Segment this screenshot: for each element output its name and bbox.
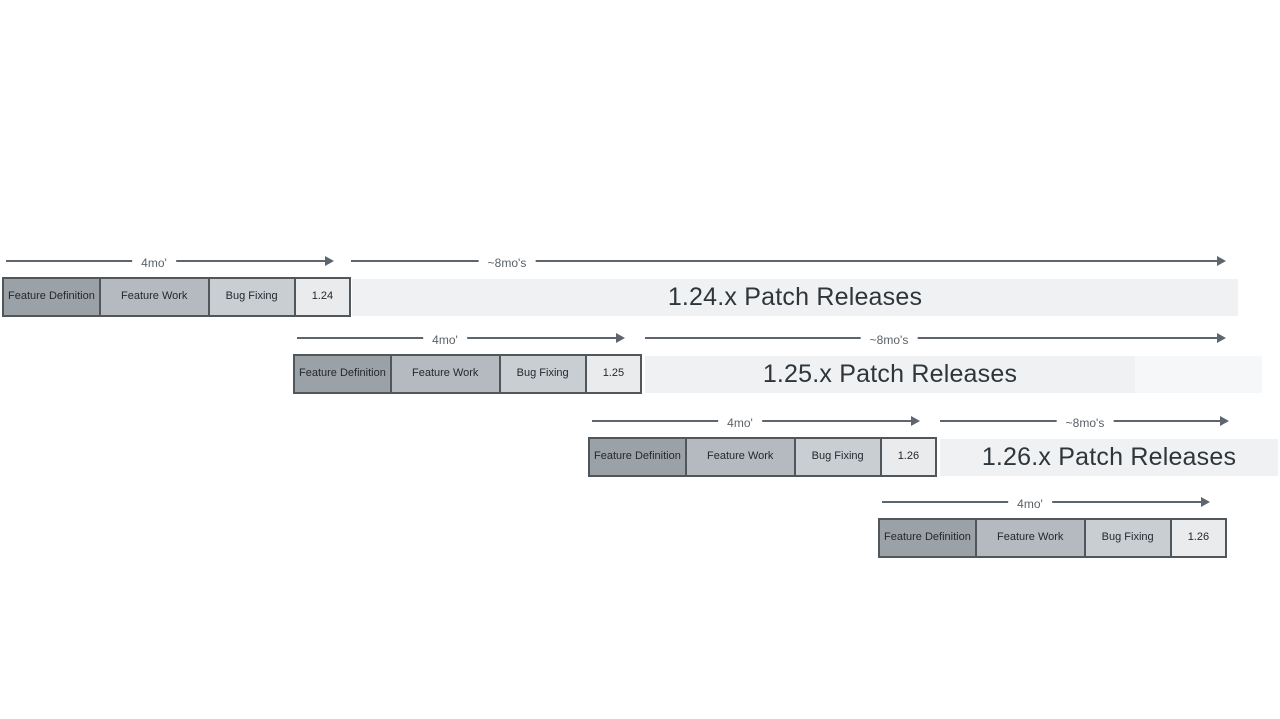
phase-bug-fixing: Bug Fixing xyxy=(1083,520,1170,556)
arrowhead-right-icon xyxy=(911,416,920,426)
release-row-1-24: 4mo' ~8mo's Feature Definition Feature W… xyxy=(2,255,1242,320)
four-month-label: 4mo' xyxy=(423,332,467,348)
four-month-label: 4mo' xyxy=(132,255,176,271)
four-month-label: 4mo' xyxy=(1008,496,1052,512)
release-phase-boxes: Feature Definition Feature Work Bug Fixi… xyxy=(588,437,937,477)
phase-feature-definition: Feature Definition xyxy=(295,356,390,392)
arrowhead-right-icon xyxy=(1201,497,1210,507)
eight-month-arrow: ~8mo's xyxy=(645,332,1226,348)
phase-feature-work: Feature Work xyxy=(684,439,794,475)
phase-feature-work: Feature Work xyxy=(974,520,1084,556)
phase-bug-fixing: Bug Fixing xyxy=(793,439,880,475)
eight-month-arrow: ~8mo's xyxy=(940,415,1229,431)
four-month-arrow: 4mo' xyxy=(297,332,625,348)
four-month-label: 4mo' xyxy=(718,415,762,431)
patch-releases-label: 1.25.x Patch Releases xyxy=(762,360,1018,388)
phase-bug-fixing: Bug Fixing xyxy=(498,356,585,392)
phase-feature-definition: Feature Definition xyxy=(880,520,975,556)
patch-releases-bar: 1.25.x Patch Releases xyxy=(645,356,1262,393)
arrowhead-right-icon xyxy=(616,333,625,343)
phase-feature-work: Feature Work xyxy=(98,279,208,315)
patch-releases-label: 1.26.x Patch Releases xyxy=(981,443,1237,471)
release-phase-boxes: Feature Definition Feature Work Bug Fixi… xyxy=(878,518,1227,558)
eight-month-arrow: ~8mo's xyxy=(351,255,1226,271)
version-box: 1.26 xyxy=(879,439,935,475)
phase-feature-work: Feature Work xyxy=(389,356,499,392)
four-month-arrow: 4mo' xyxy=(882,496,1210,512)
eight-month-label: ~8mo's xyxy=(860,332,918,348)
release-row-next: 4mo' Feature Definition Feature Work Bug… xyxy=(878,496,1238,563)
version-box: 1.25 xyxy=(584,356,640,392)
phase-feature-definition: Feature Definition xyxy=(590,439,685,475)
patch-releases-bar: 1.26.x Patch Releases xyxy=(940,439,1278,476)
arrowhead-right-icon xyxy=(325,256,334,266)
arrowhead-right-icon xyxy=(1220,416,1229,426)
four-month-arrow: 4mo' xyxy=(592,415,920,431)
release-row-1-26: 4mo' ~8mo's Feature Definition Feature W… xyxy=(588,415,1280,480)
phase-feature-definition: Feature Definition xyxy=(4,279,99,315)
arrowhead-right-icon xyxy=(1217,333,1226,343)
release-row-1-25: 4mo' ~8mo's Feature Definition Feature W… xyxy=(293,332,1268,397)
phase-bug-fixing: Bug Fixing xyxy=(207,279,294,315)
version-box: 1.24 xyxy=(293,279,349,315)
eight-month-label: ~8mo's xyxy=(1056,415,1114,431)
patch-releases-label: 1.24.x Patch Releases xyxy=(667,283,923,311)
release-phase-boxes: Feature Definition Feature Work Bug Fixi… xyxy=(2,277,351,317)
release-phase-boxes: Feature Definition Feature Work Bug Fixi… xyxy=(293,354,642,394)
patch-releases-bar: 1.24.x Patch Releases xyxy=(352,279,1238,316)
arrowhead-right-icon xyxy=(1217,256,1226,266)
four-month-arrow: 4mo' xyxy=(6,255,334,271)
version-box: 1.26 xyxy=(1169,520,1225,556)
eight-month-label: ~8mo's xyxy=(478,255,536,271)
